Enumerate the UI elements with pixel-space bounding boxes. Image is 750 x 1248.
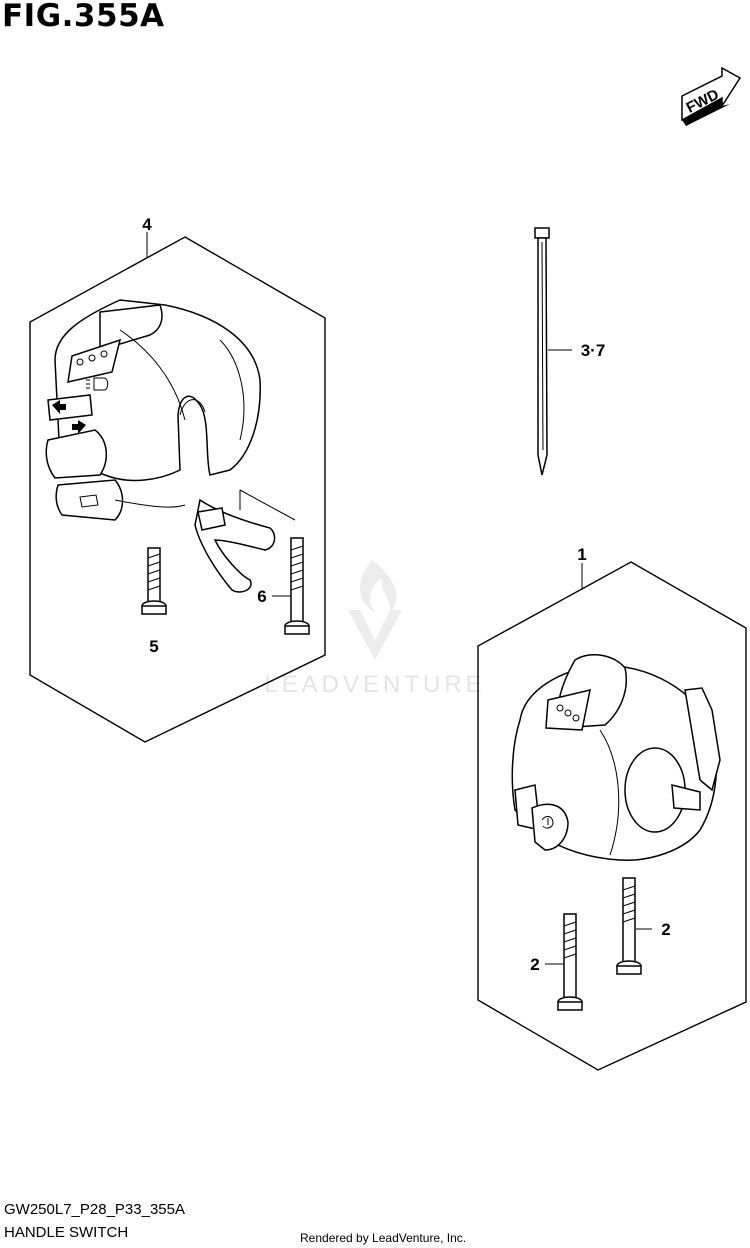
cable-tie: 3·7 (534, 227, 606, 476)
indicator-dot-1 (76, 358, 84, 366)
right-handle-switch-assembly: 1 (477, 545, 747, 1071)
watermark: LEADVENTURE (264, 560, 485, 698)
callout-3-7: 3·7 (581, 341, 606, 360)
assembly-4-frame (29, 236, 326, 743)
screw-5 (141, 547, 167, 615)
watermark-text: LEADVENTURE (264, 671, 485, 698)
callout-2-lower: 2 (530, 955, 539, 974)
screw-6 (284, 537, 310, 635)
callout-1: 1 (577, 545, 586, 564)
indicator-dot-6 (572, 714, 580, 722)
headlight-icon (86, 377, 109, 391)
horn-icon (79, 494, 99, 508)
cable-tie-head (534, 227, 550, 239)
callout-2-upper: 2 (661, 920, 670, 939)
indicator-dot-5 (564, 709, 572, 717)
callout-6: 6 (257, 587, 266, 606)
right-switch-housing (511, 653, 721, 861)
screw-2-upper (616, 877, 642, 975)
left-housing-top-cover (99, 304, 163, 352)
horn-button (55, 479, 124, 521)
turn-right-arrow-icon (72, 420, 86, 434)
figure-code: GW250L7_P28_P33_355A (4, 1201, 185, 1218)
watermark-flame-icon (360, 560, 397, 612)
indicator-dot-3 (100, 350, 108, 358)
choke-lever (194, 489, 296, 593)
left-indicator-panel (67, 338, 122, 383)
callout-5: 5 (149, 637, 158, 656)
indicator-dot-4 (556, 704, 564, 712)
fwd-direction-badge: FWD (681, 66, 742, 126)
credit-line: Rendered by LeadVenture, Inc. (300, 1231, 467, 1245)
left-dimmer-button (45, 429, 107, 479)
start-icon (541, 816, 554, 829)
assembly-1-frame (477, 561, 747, 1071)
figure-title: FIG.355A (2, 0, 165, 34)
watermark-v-icon (348, 610, 402, 660)
screw-2-lower (557, 913, 583, 1011)
turn-left-arrow-icon (52, 400, 66, 414)
callout-4: 4 (142, 215, 152, 234)
left-handle-switch-assembly: 4 (29, 215, 326, 743)
indicator-dot-2 (88, 354, 96, 362)
figure-name: HANDLE SWITCH (4, 1224, 129, 1241)
left-switch-housing (45, 299, 261, 521)
